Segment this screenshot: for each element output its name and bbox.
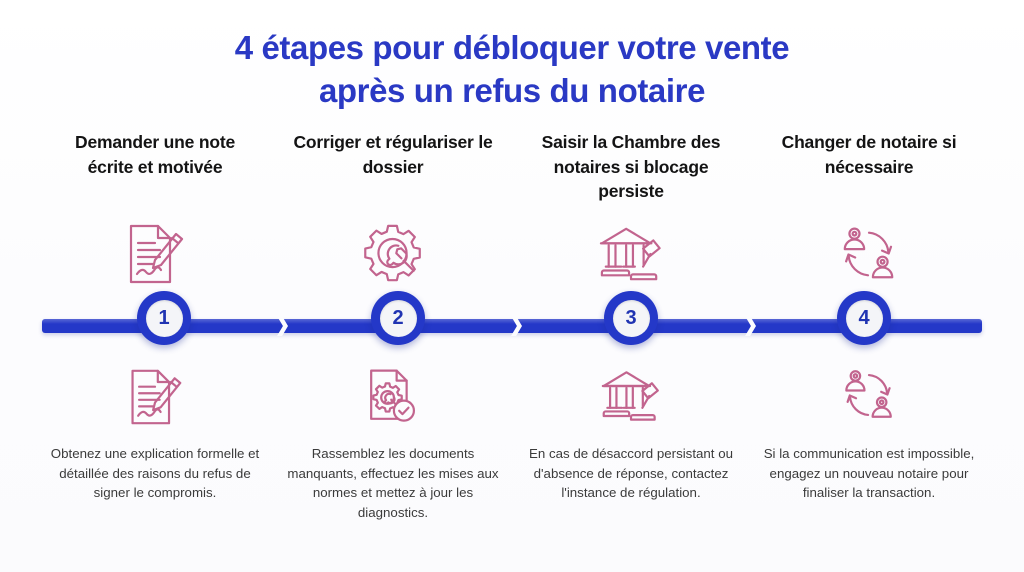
- timeline-node-number-1: 1: [145, 299, 183, 337]
- timeline-node-3[interactable]: 3: [604, 291, 658, 345]
- timeline-node-number-2: 2: [379, 299, 417, 337]
- timeline-node-2[interactable]: 2: [371, 291, 425, 345]
- step-heading-3: Saisir la Chambre des notaires si blocag…: [541, 132, 721, 201]
- timeline-chevron-1: [277, 316, 299, 336]
- timeline: 1 2 3 4: [0, 291, 1024, 345]
- step-heading-4: Changer de notaire si nécessaire: [781, 132, 957, 177]
- timeline-node-number-4: 4: [845, 299, 883, 337]
- step-description-3: En cas de désaccord persistant ou d'abse…: [528, 446, 733, 501]
- timeline-node-number-3: 3: [612, 299, 650, 337]
- timeline-chevron-3: [745, 316, 767, 336]
- step-icon-top-2: [274, 208, 512, 300]
- step-description-4: Si la communication est impossible, enga…: [763, 446, 975, 501]
- step-icon-top-4: [750, 208, 988, 300]
- steps-container: Demander une note écrite et motivée: [36, 130, 988, 530]
- step-description-2: Rassemblez les documents manquants, effe…: [287, 446, 499, 520]
- step-icon-top-1: [36, 208, 274, 300]
- step-icon-bottom-2: [274, 360, 512, 444]
- title-line-2: après un refus du notaire: [318, 72, 706, 109]
- title-line-1: 4 étapes pour débloquer votre vente: [234, 29, 790, 66]
- timeline-node-4[interactable]: 4: [837, 291, 891, 345]
- step-heading-2: Corriger et régulariser le dossier: [293, 132, 493, 177]
- step-icon-bottom-4: [750, 360, 988, 444]
- step-icon-bottom-1: [36, 360, 274, 444]
- timeline-chevron-2: [511, 316, 533, 336]
- page-title: 4 étapes pour débloquer votre vente aprè…: [0, 26, 1024, 112]
- step-column-1: Demander une note écrite et motivée: [36, 130, 274, 530]
- step-column-2: Corriger et régulariser le dossier: [274, 130, 512, 530]
- step-column-4: Changer de notaire si nécessaire: [750, 130, 988, 530]
- step-heading-1: Demander une note écrite et motivée: [75, 132, 235, 177]
- step-icon-bottom-3: [512, 360, 750, 444]
- step-icon-top-3: [512, 208, 750, 300]
- timeline-node-1[interactable]: 1: [137, 291, 191, 345]
- step-column-3: Saisir la Chambre des notaires si blocag…: [512, 130, 750, 530]
- step-description-1: Obtenez une explication formelle et déta…: [50, 446, 260, 501]
